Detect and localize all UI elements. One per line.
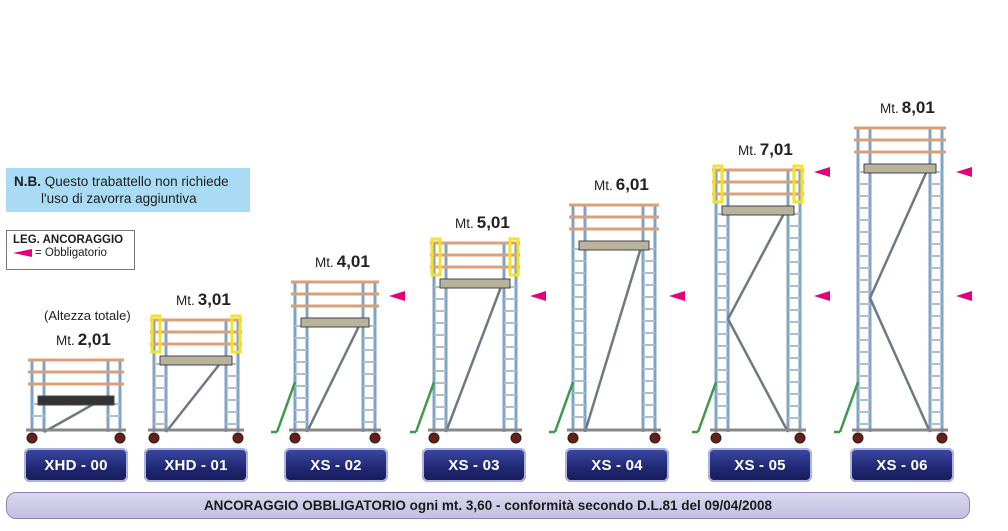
height-prefix: Mt. [594, 178, 613, 193]
height-label: Mt.3,01 [176, 290, 231, 310]
note-prefix: N.B. [14, 174, 41, 189]
anchor-marker-icon [814, 291, 830, 301]
model-button[interactable]: XS - 02 [284, 448, 388, 482]
height-value: 8,01 [901, 98, 935, 117]
model-button[interactable]: XHD - 01 [144, 448, 248, 482]
height-label: Mt.8,01 [880, 98, 935, 118]
model-button[interactable]: XS - 06 [850, 448, 954, 482]
model-button[interactable]: XS - 03 [422, 448, 526, 482]
height-value: 5,01 [476, 213, 510, 232]
height-value: 3,01 [197, 290, 231, 309]
height-value: 2,01 [77, 330, 111, 349]
scaffold-5 [692, 164, 830, 444]
height-label: Mt.4,01 [315, 252, 370, 272]
height-label: Mt.7,01 [738, 140, 793, 160]
note-line2: l'uso di zavorra aggiuntiva [41, 191, 197, 206]
height-prefix: Mt. [738, 143, 757, 158]
note-box: N.B. Questo trabattello non richiede l'u… [6, 168, 250, 212]
legend-item: = Obbligatorio [35, 247, 107, 259]
note-line1: Questo trabattello non richiede [44, 174, 229, 189]
scaffold-2 [271, 280, 405, 444]
height-prefix: Mt. [880, 101, 899, 116]
legend-box: LEG. ANCORAGGIO = Obbligatorio [6, 230, 135, 270]
scaffold-3 [410, 237, 546, 444]
height-label: Mt.6,01 [594, 175, 649, 195]
scaffold-1 [148, 314, 244, 444]
anchor-marker-icon [956, 167, 972, 177]
scaffold-6 [834, 126, 972, 444]
height-value: 6,01 [615, 175, 649, 194]
height-label: Mt.2,01 [56, 330, 111, 350]
anchor-marker-icon [13, 249, 32, 257]
anchor-marker-icon [389, 291, 405, 301]
footer-banner: ANCORAGGIO OBBLIGATORIO ogni mt. 3,60 - … [6, 492, 970, 519]
height-prefix: Mt. [455, 216, 474, 231]
height-prefix: Mt. [176, 293, 195, 308]
legend-title: LEG. ANCORAGGIO [13, 234, 124, 246]
model-button[interactable]: XHD - 00 [24, 448, 128, 482]
anchor-marker-icon [956, 291, 972, 301]
height-value: 7,01 [759, 140, 793, 159]
model-button[interactable]: XS - 05 [708, 448, 812, 482]
height-label: Mt.5,01 [455, 213, 510, 233]
total-height-note: (Altezza totale) [44, 308, 131, 323]
model-button[interactable]: XS - 04 [565, 448, 669, 482]
anchor-marker-icon [814, 167, 830, 177]
height-prefix: Mt. [315, 255, 334, 270]
height-value: 4,01 [336, 252, 370, 271]
anchor-marker-icon [669, 291, 685, 301]
anchor-marker-icon [530, 291, 546, 301]
scaffold-4 [549, 203, 685, 444]
scaffold-0 [26, 358, 126, 444]
height-prefix: Mt. [56, 333, 75, 348]
